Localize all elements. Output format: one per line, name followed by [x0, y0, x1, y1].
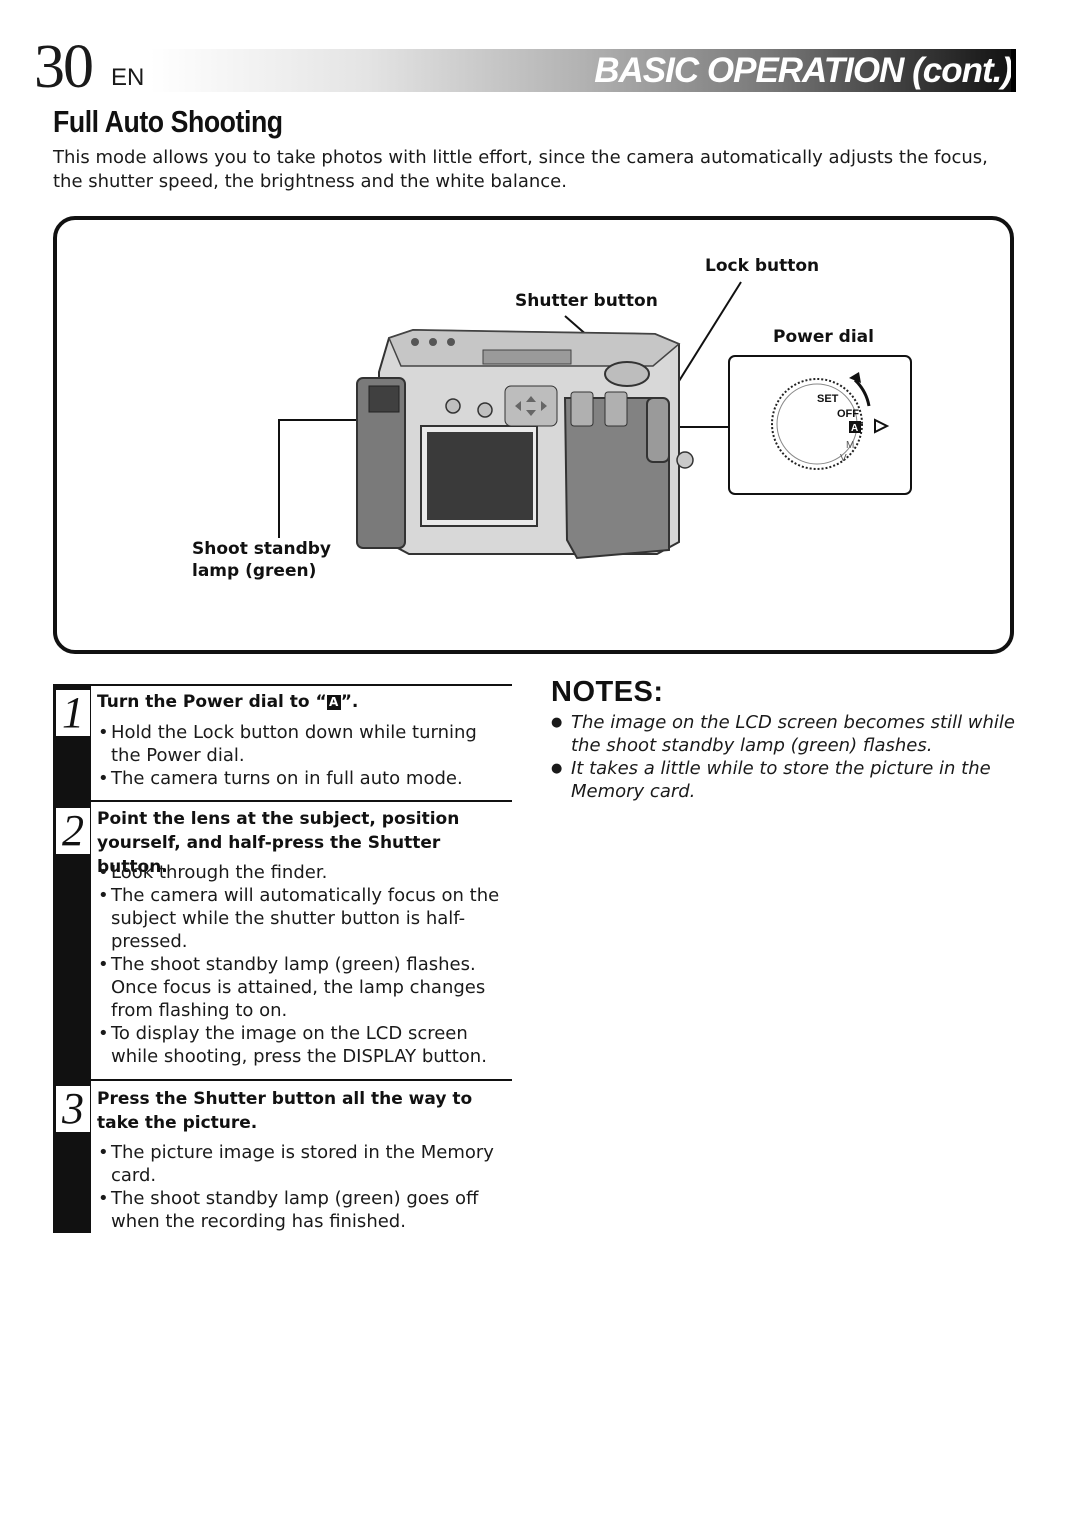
- step-1-rule: [91, 684, 512, 686]
- dial-manual-mark: M: [846, 440, 854, 451]
- list-item: To display the image on the LCD screen w…: [97, 1022, 507, 1068]
- camera-illustration-frame: SET OFF A M V Lock button Shutter button…: [53, 216, 1014, 654]
- page-language: EN: [111, 64, 145, 91]
- dial-set-mark: SET: [817, 393, 839, 405]
- step-2-number: 2: [56, 808, 90, 854]
- dial-auto-mark: A: [851, 423, 858, 434]
- step-1-bullets: Hold the Lock button down while turning …: [97, 721, 507, 790]
- step-2-bullets: Look through the finder. The camera will…: [97, 861, 507, 1068]
- page-number: 30: [34, 33, 94, 101]
- list-item: The shoot standby lamp (green) goes off …: [97, 1187, 507, 1233]
- header-end-block: [1011, 49, 1016, 92]
- shoot-standby-label-line1: Shoot standby: [192, 539, 331, 559]
- chapter-title-text: BASIC OPERATION: [594, 51, 904, 90]
- auto-mode-icon: A: [326, 695, 341, 710]
- step-2-rule: [91, 800, 512, 802]
- camera-body: [356, 328, 694, 560]
- dial-view-mark: V: [840, 453, 847, 464]
- notes-title: NOTES:: [551, 676, 664, 708]
- lock-button-label: Lock button: [705, 256, 820, 276]
- chapter-title-cont: (cont.): [912, 51, 1013, 90]
- power-dial-inset: SET OFF A M V: [728, 355, 912, 495]
- notes-list: The image on the LCD screen becomes stil…: [551, 711, 1021, 803]
- step-3-number: 3: [56, 1086, 90, 1132]
- step-3-heading: Press the Shutter button all the way to …: [97, 1089, 473, 1133]
- step-1-number: 1: [56, 690, 90, 736]
- shoot-standby-label: Shoot standby lamp (green): [192, 538, 331, 582]
- step-1-heading-suffix: ”.: [340, 692, 359, 712]
- chapter-title: BASIC OPERATION (cont.): [594, 49, 1013, 92]
- step-3-bullets: The picture image is stored in the Memor…: [97, 1141, 507, 1233]
- lock-leader-line: [668, 281, 742, 398]
- step-1-heading-prefix: Turn the Power dial to “: [97, 692, 327, 712]
- step-1-heading: Turn the Power dial to “A”.: [97, 690, 507, 714]
- list-item: Hold the Lock button down while turning …: [97, 721, 507, 767]
- dial-off-mark: OFF: [837, 408, 859, 420]
- steps-strip: [53, 684, 91, 1233]
- list-item: The camera will automatically focus on t…: [97, 884, 507, 953]
- shutter-button-label: Shutter button: [515, 291, 658, 311]
- note-item: The image on the LCD screen becomes stil…: [551, 711, 1021, 757]
- header-gradient-bar: [150, 49, 1016, 92]
- power-dial-label: Power dial: [773, 327, 874, 347]
- list-item: The picture image is stored in the Memor…: [97, 1141, 507, 1187]
- list-item: The camera turns on in full auto mode.: [97, 767, 507, 790]
- step-3-rule: [91, 1079, 512, 1081]
- shoot-standby-label-line2: lamp (green): [192, 561, 317, 581]
- note-item: It takes a little while to store the pic…: [551, 757, 1021, 803]
- section-title: Full Auto Shooting: [53, 104, 283, 139]
- list-item: Look through the finder.: [97, 861, 507, 884]
- camera-illustration: SET OFF A M V: [278, 281, 912, 560]
- intro-paragraph: This mode allows you to take photos with…: [53, 147, 988, 192]
- list-item: The shoot standby lamp (green) flashes. …: [97, 953, 507, 1022]
